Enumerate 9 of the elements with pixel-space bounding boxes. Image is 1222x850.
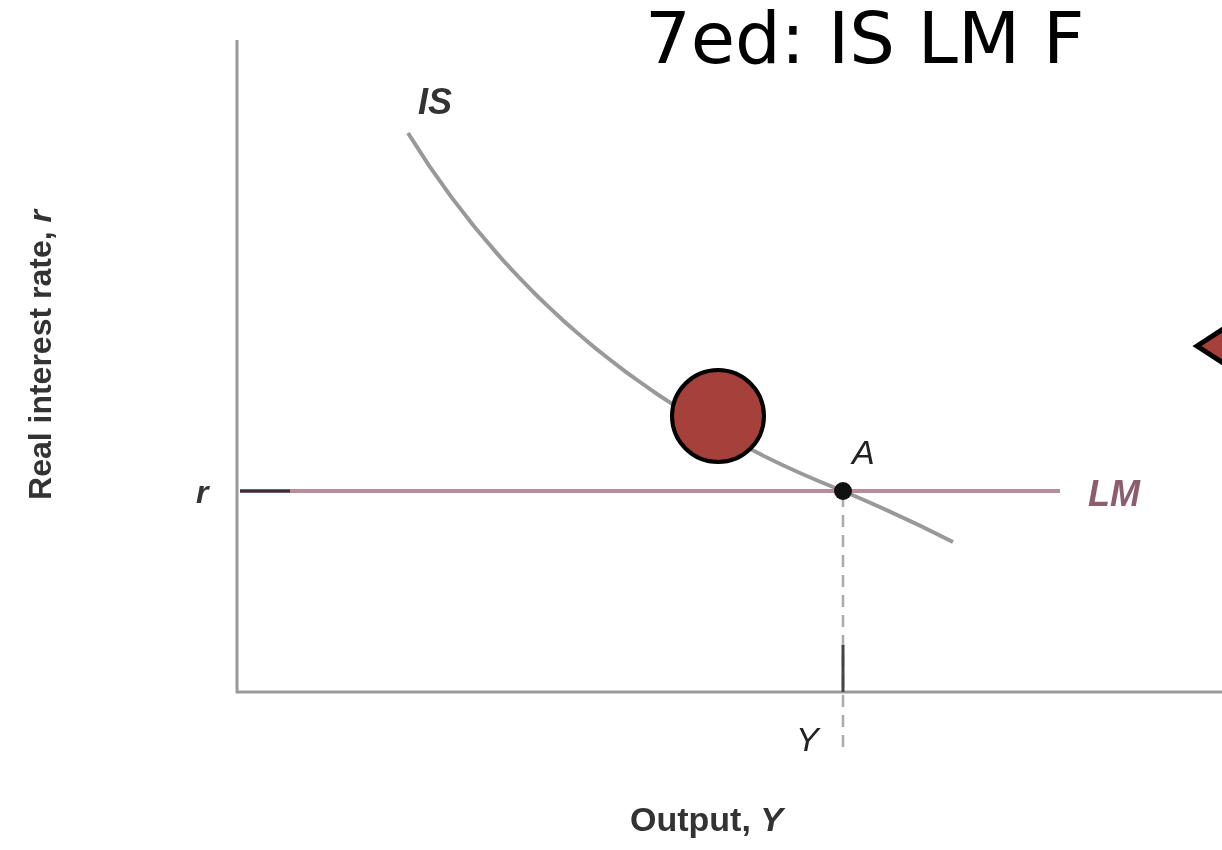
title: 7ed: IS LM F: [645, 2, 1085, 74]
axis-label: Real interest rate, r: [24, 210, 56, 500]
curve-label: LM: [1088, 476, 1140, 512]
axis-label: Output, Y: [630, 802, 783, 836]
point-label: A: [852, 435, 875, 469]
curve-label: IS: [418, 84, 452, 120]
axis-value-label: r: [196, 476, 209, 508]
axis-value-label: Y: [796, 722, 819, 756]
circle-marker: [670, 368, 766, 464]
